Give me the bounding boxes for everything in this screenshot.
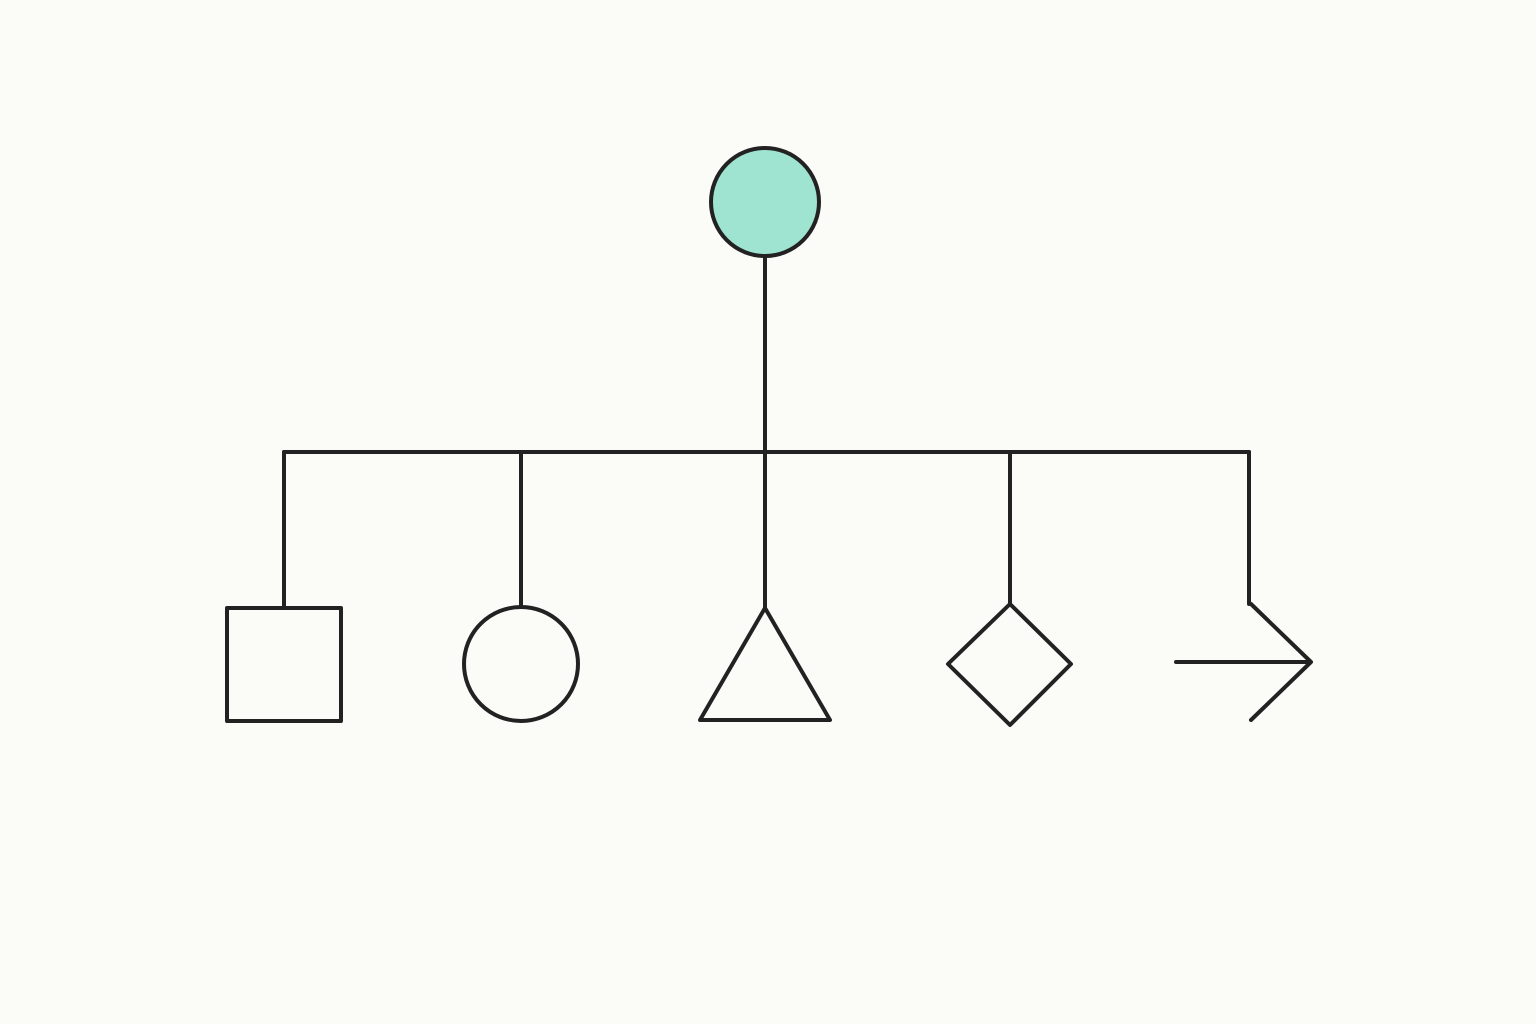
diamond-node [946,602,1073,727]
triangle-node [698,606,832,722]
circle-node [462,605,580,723]
arrow-node [1174,602,1313,722]
square-node [225,606,343,723]
root-circle-node [709,146,821,258]
arrow-head [1249,602,1313,722]
